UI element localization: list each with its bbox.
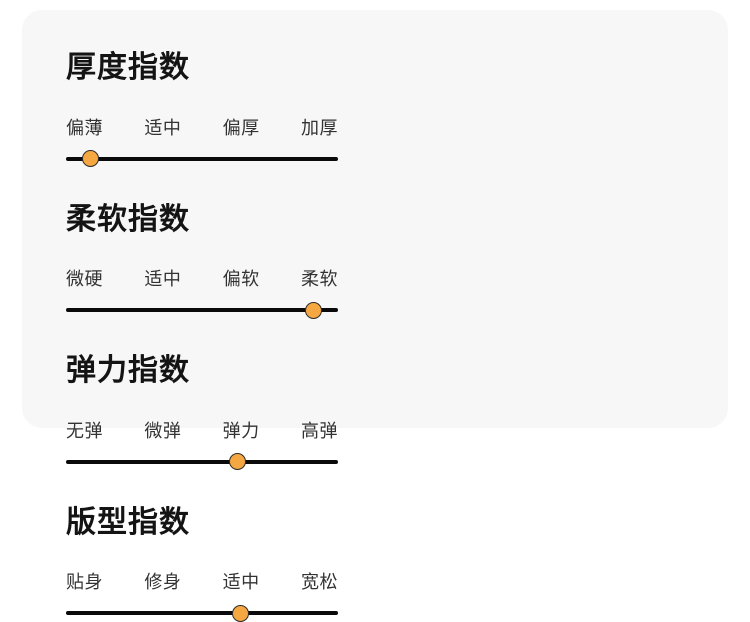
scale-label: 偏厚: [223, 114, 260, 140]
metric-scale-labels: 贴身 修身 适中 宽松: [66, 568, 338, 594]
slider-knob[interactable]: [305, 302, 322, 319]
metric-title: 版型指数: [66, 507, 338, 539]
fit-slider[interactable]: [66, 604, 338, 622]
scale-label: 弹力: [223, 417, 260, 443]
scale-label: 适中: [223, 568, 260, 594]
metric-title: 柔软指数: [66, 204, 338, 236]
scale-label: 贴身: [66, 568, 103, 594]
slider-knob[interactable]: [82, 150, 99, 167]
scale-label: 适中: [144, 265, 181, 291]
metric-scale-labels: 偏薄 适中 偏厚 加厚: [66, 114, 338, 140]
scale-label: 偏薄: [66, 114, 103, 140]
scale-label: 微弹: [144, 417, 181, 443]
metric-fit: 版型指数 贴身 修身 适中 宽松: [66, 507, 338, 622]
scale-label: 偏软: [223, 265, 260, 291]
metric-scale-labels: 微硬 适中 偏软 柔软: [66, 265, 338, 291]
scale-label: 柔软: [301, 265, 338, 291]
slider-track[interactable]: [66, 308, 338, 312]
slider-track[interactable]: [66, 611, 338, 615]
slider-track[interactable]: [66, 460, 338, 464]
metric-title: 厚度指数: [66, 52, 338, 84]
metric-softness: 柔软指数 微硬 适中 偏软 柔软: [66, 204, 338, 320]
softness-slider[interactable]: [66, 301, 338, 319]
scale-label: 加厚: [301, 114, 338, 140]
scale-label: 宽松: [301, 568, 338, 594]
scale-label: 高弹: [301, 417, 338, 443]
scale-label: 修身: [144, 568, 181, 594]
metric-title: 弹力指数: [66, 355, 338, 387]
slider-track[interactable]: [66, 157, 338, 161]
scale-label: 无弹: [66, 417, 103, 443]
metrics-grid: 厚度指数 偏薄 适中 偏厚 加厚 柔软指数 微硬 适中 偏软 柔软: [66, 52, 682, 622]
scale-label: 适中: [144, 114, 181, 140]
elasticity-slider[interactable]: [66, 453, 338, 471]
metric-thickness: 厚度指数 偏薄 适中 偏厚 加厚: [66, 52, 338, 168]
slider-knob[interactable]: [232, 605, 249, 622]
metric-scale-labels: 无弹 微弹 弹力 高弹: [66, 417, 338, 443]
scale-label: 微硬: [66, 265, 103, 291]
indices-card: 厚度指数 偏薄 适中 偏厚 加厚 柔软指数 微硬 适中 偏软 柔软: [22, 10, 728, 428]
thickness-slider[interactable]: [66, 150, 338, 168]
metric-elasticity: 弹力指数 无弹 微弹 弹力 高弹: [66, 355, 338, 471]
